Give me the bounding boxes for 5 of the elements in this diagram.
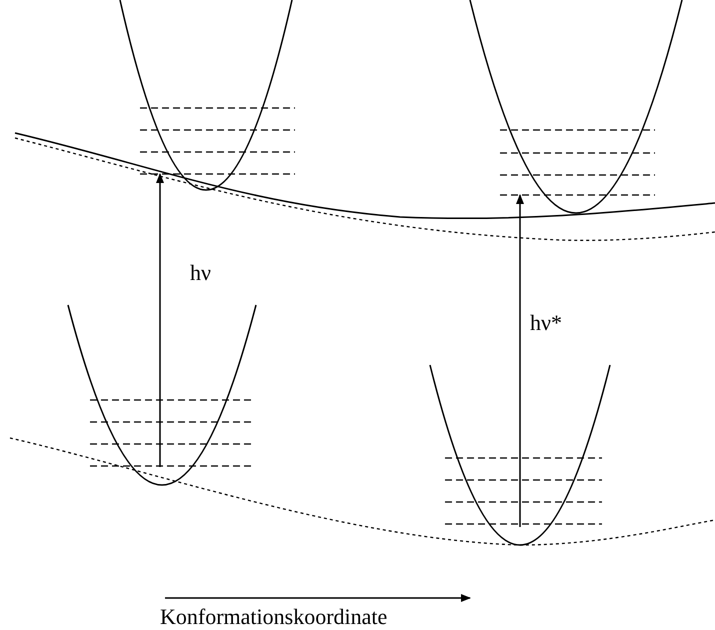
excitation-arrow: [516, 194, 524, 527]
edge-label: hν*: [530, 312, 562, 334]
excitation-arrow: [156, 173, 164, 467]
edge-label: hν: [190, 262, 211, 284]
axis-label: Konformationskoordinate: [160, 606, 388, 628]
